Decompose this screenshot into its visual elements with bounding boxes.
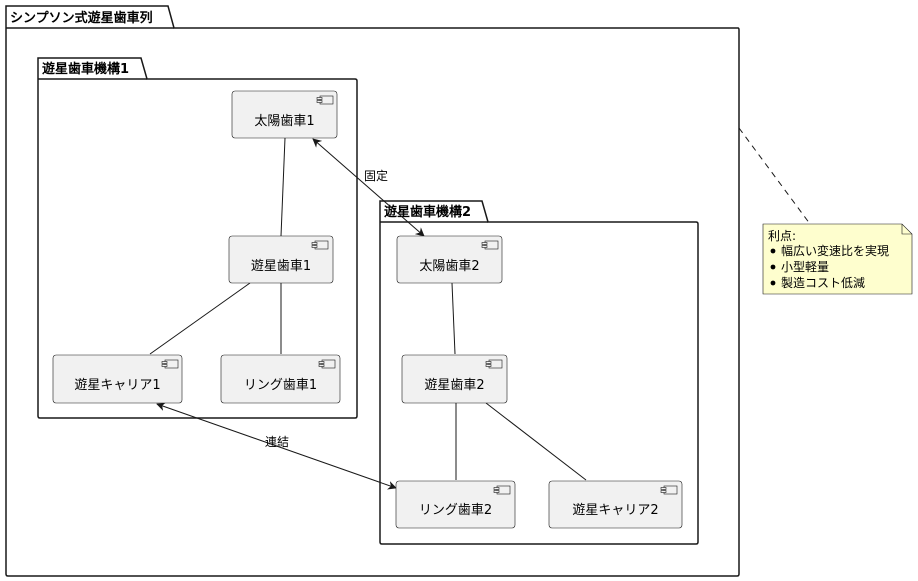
link-planet1-carrier1 [149, 282, 251, 355]
label-fixed: 固定 [364, 168, 388, 183]
label-planet-carrier-1: 遊星キャリア1 [74, 378, 160, 393]
note-title: 利点: [768, 229, 796, 243]
component-icon [493, 485, 511, 495]
component-icon [481, 240, 499, 250]
label-coupled: 連結 [265, 435, 289, 449]
component-icon [161, 359, 179, 369]
link-sun1-planet1 [280, 137, 286, 237]
bullet-icon [770, 264, 776, 270]
note-item-3: 製造コスト低減 [781, 275, 865, 290]
component-ring-gear-2[interactable]: リング歯車2 [395, 480, 516, 529]
link-planet2-carrier2 [485, 402, 587, 481]
label-ring-gear-1: リング歯車1 [244, 378, 317, 393]
component-planet-carrier-2[interactable]: 遊星キャリア2 [548, 480, 683, 529]
note-item-1: 幅広い変速比を実現 [781, 243, 889, 258]
component-planet-gear-1[interactable]: 遊星歯車1 [228, 235, 334, 284]
component-sun-gear-2[interactable]: 太陽歯車2 [396, 235, 503, 284]
component-planet-gear-2[interactable]: 遊星歯車2 [401, 354, 508, 404]
bullet-icon [770, 248, 776, 254]
component-icon [660, 485, 678, 495]
arrow-coupled: 連結 [156, 402, 397, 490]
component-icon [318, 359, 336, 369]
component-ring-gear-1[interactable]: リング歯車1 [220, 354, 341, 404]
arrow-fixed: 固定 [312, 138, 425, 237]
package-title-mech1: 遊星歯車機構1 [42, 61, 129, 77]
connection-lines [149, 137, 587, 481]
note-connector [738, 127, 811, 225]
component-icon [485, 359, 503, 369]
bullet-icon [770, 280, 776, 286]
package-simpson-gear-train: シンプソン式遊星歯車列 [5, 5, 740, 577]
component-sun-gear-1[interactable]: 太陽歯車1 [231, 90, 338, 139]
label-sun-gear-2: 太陽歯車2 [419, 259, 479, 274]
link-sun2-planet2 [451, 282, 456, 355]
note-advantages: 利点: 幅広い変速比を実現 小型軽量 製造コスト低減 [762, 223, 913, 295]
label-planet-gear-1: 遊星歯車1 [251, 259, 311, 274]
note-item-2: 小型軽量 [781, 260, 829, 274]
label-ring-gear-2: リング歯車2 [419, 503, 492, 518]
label-planet-carrier-2: 遊星キャリア2 [572, 503, 658, 518]
package-title-outer: シンプソン式遊星歯車列 [10, 10, 153, 26]
component-planet-carrier-1[interactable]: 遊星キャリア1 [52, 354, 183, 404]
component-icon [311, 240, 329, 250]
label-sun-gear-1: 太陽歯車1 [254, 114, 314, 129]
component-icon [316, 95, 334, 105]
label-planet-gear-2: 遊星歯車2 [424, 378, 484, 393]
